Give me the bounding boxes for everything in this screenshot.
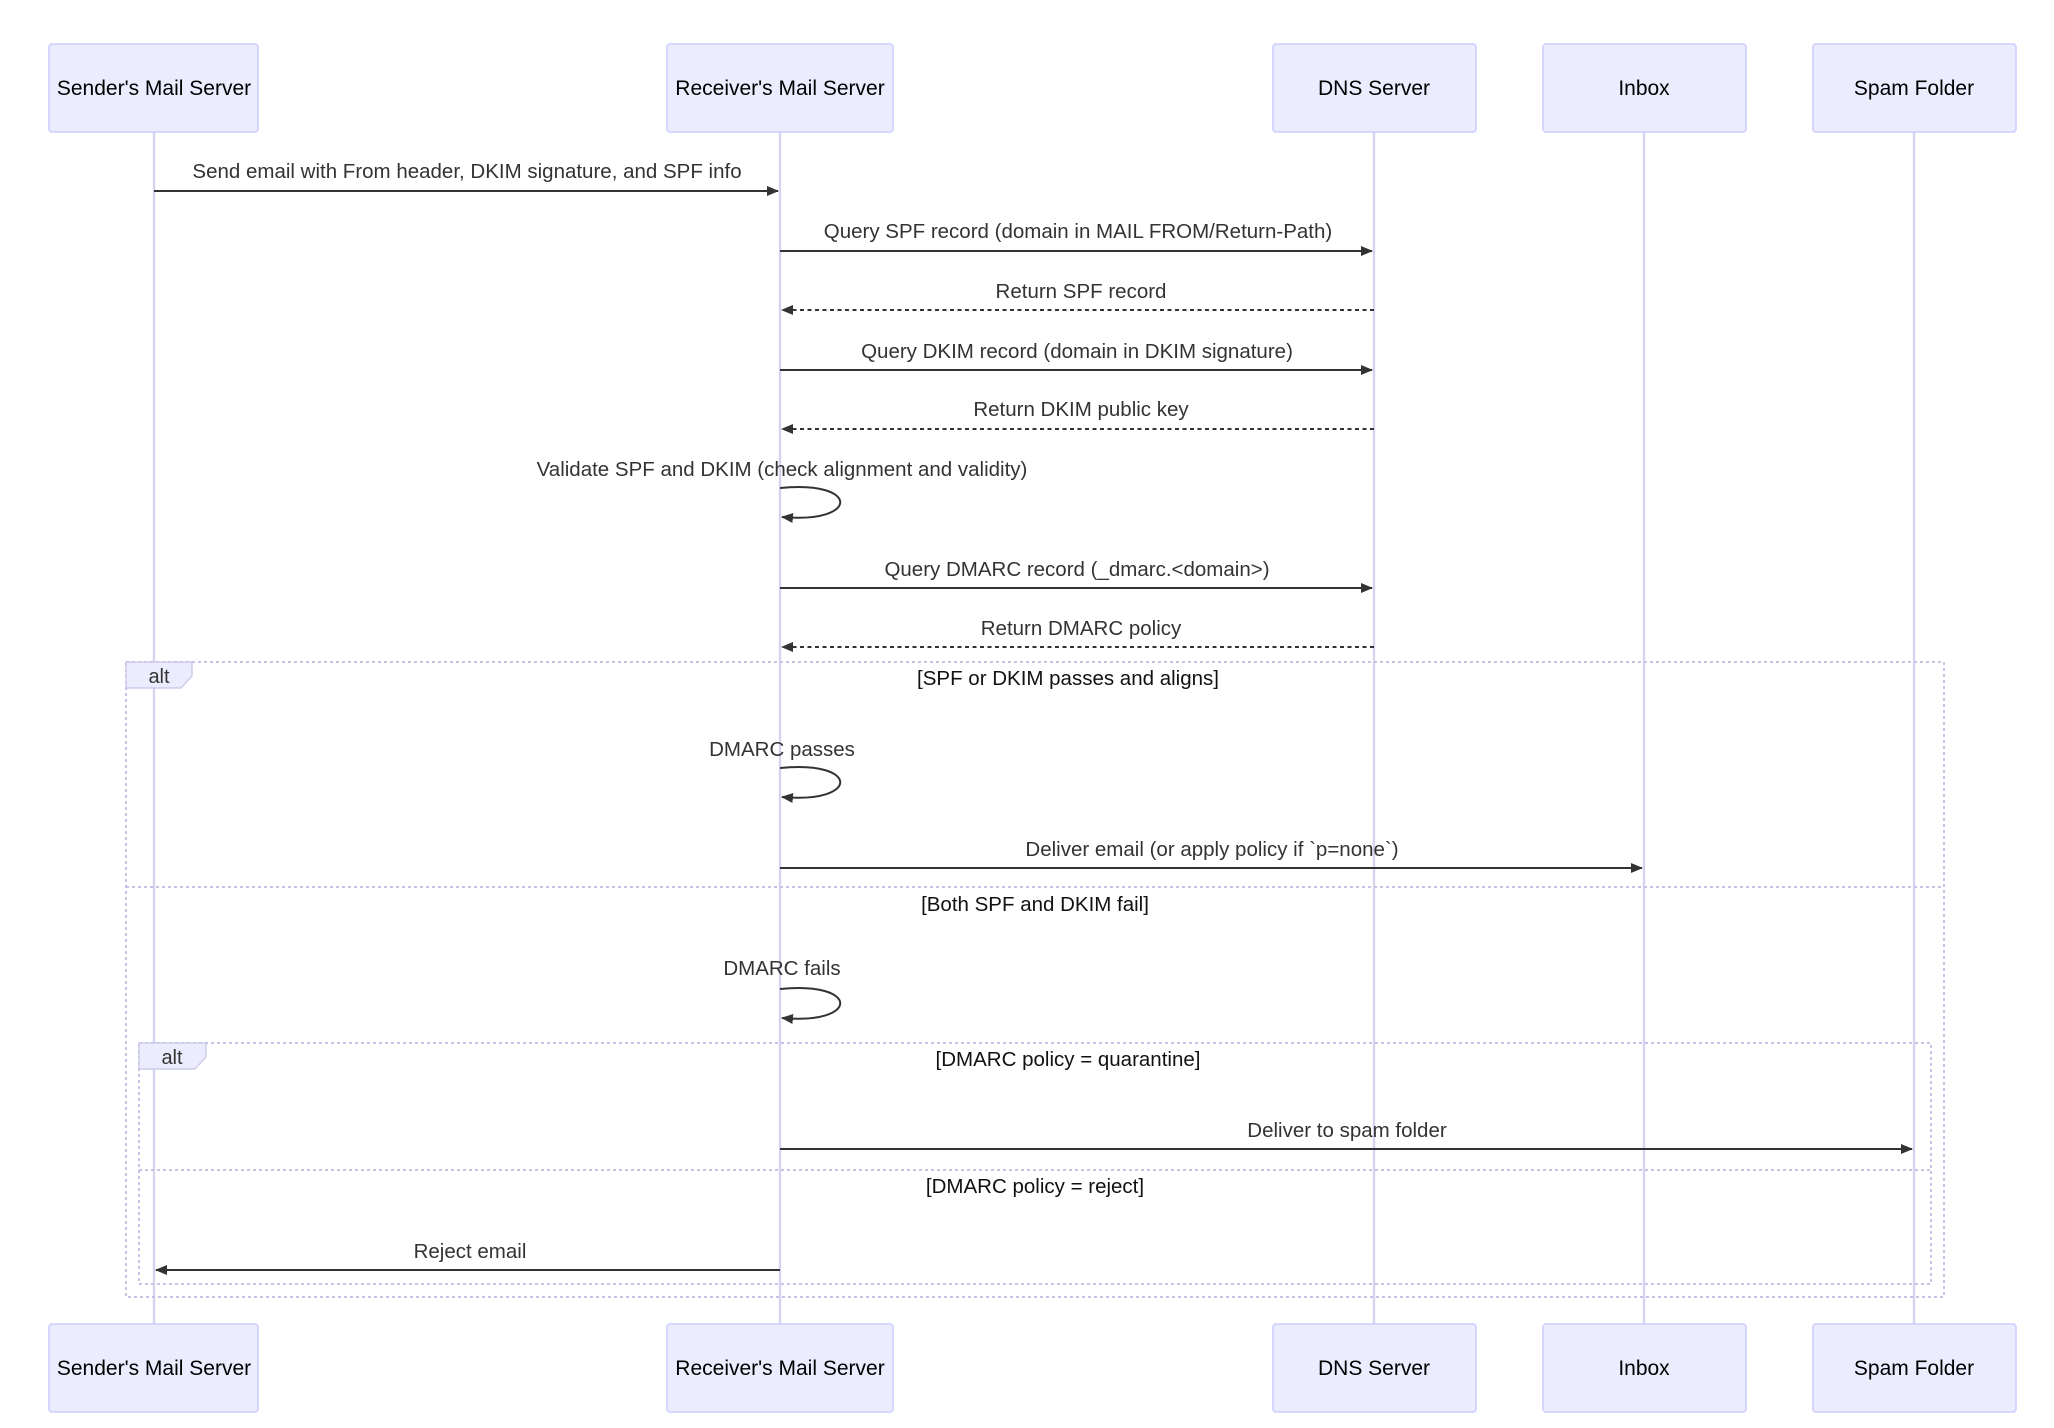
message-label: Reject email <box>414 1240 527 1263</box>
participant-label: Inbox <box>1618 77 1670 100</box>
alt-frame-keyword: alt <box>161 1047 183 1069</box>
participant-sender: Sender's Mail Server <box>48 43 259 133</box>
participant-label: Sender's Mail Server <box>57 77 251 100</box>
message-label: Query SPF record (domain in MAIL FROM/Re… <box>824 220 1332 243</box>
message-return-spf: Return SPF record <box>781 280 1374 315</box>
message-label: Deliver to spam folder <box>1247 1119 1447 1142</box>
message-return-dmarc: Return DMARC policy <box>781 617 1374 652</box>
message-query-spf: Query SPF record (domain in MAIL FROM/Re… <box>780 220 1373 256</box>
alt-frame-tab <box>138 1042 207 1070</box>
message-dmarc-fails: DMARC fails <box>723 957 842 1024</box>
message-return-dkim: Return DKIM public key <box>781 398 1374 434</box>
message-self-loop <box>779 766 842 803</box>
participant-inbox: Inbox <box>1542 43 1747 133</box>
participant-label: Spam Folder <box>1854 77 1974 100</box>
alt-condition-pass: [SPF or DKIM passes and aligns] <box>917 667 1219 690</box>
participant-label: DNS Server <box>1318 77 1430 100</box>
alt-frame-border <box>138 1042 1932 1285</box>
message-label: Query DKIM record (domain in DKIM signat… <box>861 340 1293 363</box>
message-label: Return SPF record <box>996 280 1167 303</box>
message-query-dmarc: Query DMARC record (_dmarc.<domain>) <box>780 558 1373 593</box>
participant-spam: Spam Folder <box>1812 1323 2017 1413</box>
participant-sender: Sender's Mail Server <box>48 1323 259 1413</box>
message-deliver-inbox: Deliver email (or apply policy if `p=non… <box>780 838 1643 873</box>
message-deliver-spam: Deliver to spam folder <box>780 1119 1913 1154</box>
participant-receiver: Receiver's Mail Server <box>666 1323 894 1413</box>
message-label: Validate SPF and DKIM (check alignment a… <box>537 458 1028 481</box>
alt-frame-keyword: alt <box>148 666 170 688</box>
message-self-loop <box>779 486 842 523</box>
participants-top: Sender's Mail Server Receiver's Mail Ser… <box>48 43 2017 133</box>
participant-dns: DNS Server <box>1272 1323 1477 1413</box>
alt-frame-dmarc-policy: alt [DMARC policy = quarantine] [DMARC p… <box>138 1042 1932 1285</box>
participant-label: Sender's Mail Server <box>57 1357 251 1380</box>
alt-condition-reject: [DMARC policy = reject] <box>926 1175 1144 1198</box>
message-label: DMARC fails <box>723 957 840 980</box>
participant-inbox: Inbox <box>1542 1323 1747 1413</box>
message-label: Send email with From header, DKIM signat… <box>192 160 741 183</box>
message-label: Query DMARC record (_dmarc.<domain>) <box>884 558 1269 581</box>
participant-label: DNS Server <box>1318 1357 1430 1380</box>
participant-label: Spam Folder <box>1854 1357 1974 1380</box>
message-send-email: Send email with From header, DKIM signat… <box>154 160 779 196</box>
message-reject-email: Reject email <box>155 1240 780 1275</box>
message-self-loop <box>779 987 842 1024</box>
message-validate-spf-dkim: Validate SPF and DKIM (check alignment a… <box>537 458 1028 523</box>
participant-dns: DNS Server <box>1272 43 1477 133</box>
message-label: Deliver email (or apply policy if `p=non… <box>1025 838 1398 861</box>
lifelines <box>152 132 1916 1325</box>
alt-frame-border <box>125 661 1945 1298</box>
participant-receiver: Receiver's Mail Server <box>666 43 894 133</box>
participant-label: Receiver's Mail Server <box>675 77 884 100</box>
alt-condition-fail: [Both SPF and DKIM fail] <box>921 893 1149 916</box>
alt-frame-tab <box>125 661 193 689</box>
message-label: DMARC passes <box>709 738 855 761</box>
participant-label: Receiver's Mail Server <box>675 1357 884 1380</box>
message-query-dkim: Query DKIM record (domain in DKIM signat… <box>780 340 1373 375</box>
message-label: Return DMARC policy <box>981 617 1182 640</box>
participants-bottom: Sender's Mail Server Receiver's Mail Ser… <box>48 1323 2017 1413</box>
participant-label: Inbox <box>1618 1357 1670 1380</box>
message-dmarc-passes: DMARC passes <box>709 738 855 803</box>
participant-spam: Spam Folder <box>1812 43 2017 133</box>
messages: Send email with From header, DKIM signat… <box>154 160 1913 1275</box>
message-label: Return DKIM public key <box>973 398 1189 421</box>
alt-condition-quarantine: [DMARC policy = quarantine] <box>936 1048 1201 1071</box>
alt-frame-dmarc-result: alt [SPF or DKIM passes and aligns] [Bot… <box>125 661 1945 1298</box>
